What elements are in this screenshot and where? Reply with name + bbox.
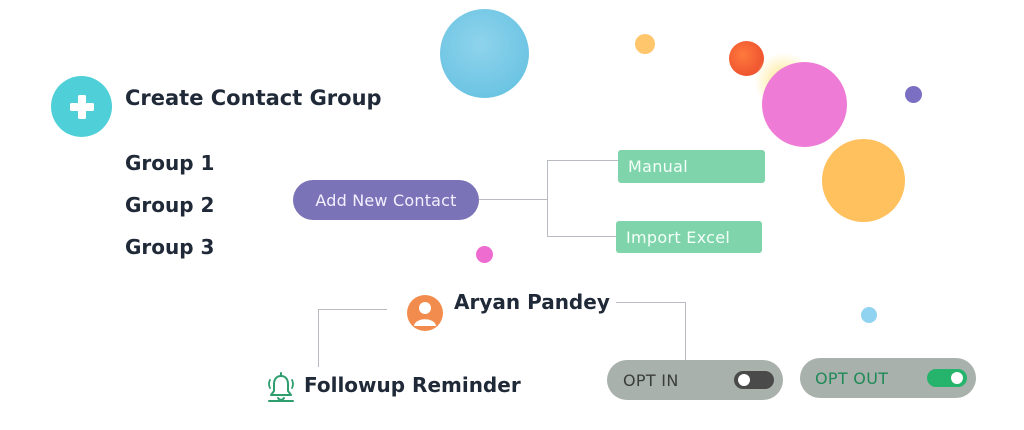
connector-line (547, 160, 619, 161)
opt-out-switch[interactable] (927, 369, 967, 387)
bell-icon (268, 372, 294, 402)
create-group-label[interactable]: Create Contact Group (125, 86, 382, 110)
connector-line (616, 302, 686, 303)
decor-bubble-blue (440, 9, 529, 98)
opt-out-toggle[interactable]: OPT OUT (800, 358, 976, 398)
connector-line (318, 309, 387, 310)
switch-knob (951, 372, 963, 384)
decor-bubble-purple-small (905, 86, 922, 103)
opt-in-label: OPT IN (623, 371, 679, 390)
connector-line (479, 199, 548, 200)
connector-line (547, 160, 548, 237)
plus-icon (69, 94, 94, 119)
import-excel-option-button[interactable]: Import Excel (616, 221, 762, 253)
manual-option-button[interactable]: Manual (618, 150, 765, 183)
add-new-contact-button[interactable]: Add New Contact (293, 180, 479, 220)
connector-line (318, 309, 319, 367)
group-item-3[interactable]: Group 3 (125, 235, 215, 259)
opt-out-label: OPT OUT (815, 369, 889, 388)
decor-bubble-lightblue-small (861, 307, 877, 323)
switch-knob (738, 374, 750, 386)
decor-bubble-pink (762, 62, 847, 147)
group-item-2[interactable]: Group 2 (125, 193, 215, 217)
decor-bubble-yellow-small (635, 34, 655, 54)
group-item-1[interactable]: Group 1 (125, 151, 215, 175)
opt-in-switch[interactable] (734, 371, 774, 389)
user-avatar-icon[interactable] (407, 295, 443, 331)
decor-bubble-orange (822, 139, 905, 222)
opt-in-toggle[interactable]: OPT IN (607, 360, 783, 400)
contact-name[interactable]: Aryan Pandey (454, 290, 610, 314)
create-group-button[interactable] (51, 76, 112, 137)
connector-line (685, 302, 686, 360)
followup-reminder-label[interactable]: Followup Reminder (304, 373, 521, 397)
decor-bubble-magenta-small (476, 246, 493, 263)
connector-line (547, 236, 616, 237)
